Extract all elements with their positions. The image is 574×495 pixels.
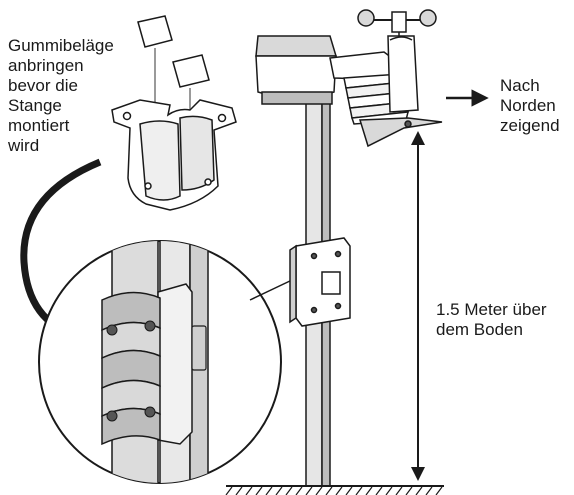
pads-instruction-line: bevor die xyxy=(8,76,78,95)
rubber-pad-middle xyxy=(172,54,210,88)
pads-instruction-line: wird xyxy=(8,136,40,155)
north-label-line: Nach xyxy=(500,76,540,95)
rubber-pad-top xyxy=(137,15,173,48)
height-label: 1.5 Meter über dem Boden xyxy=(436,300,547,340)
sensor-head xyxy=(255,9,443,148)
height-label-line: dem Boden xyxy=(436,320,523,339)
north-label: Nach Norden zeigend xyxy=(500,76,560,136)
north-label-line: Norden xyxy=(500,96,556,115)
pads-instruction-line: Stange xyxy=(8,96,62,115)
ground-hatching xyxy=(225,485,444,495)
pads-instruction-line: montiert xyxy=(8,116,70,135)
pads-instruction-line: Gummibeläge xyxy=(8,36,114,55)
pads-instruction-line: anbringen xyxy=(8,56,84,75)
anemometer xyxy=(357,9,437,40)
u-bracket xyxy=(111,99,237,211)
height-label-line: 1.5 Meter über xyxy=(436,300,547,319)
zoom-leader-line xyxy=(249,279,293,301)
zoom-detail-circle xyxy=(38,240,282,484)
pole-mount-bracket xyxy=(289,237,351,327)
north-label-line: zeigend xyxy=(500,116,560,135)
pads-instruction-label: Gummibeläge anbringen bevor die Stange m… xyxy=(8,36,114,156)
